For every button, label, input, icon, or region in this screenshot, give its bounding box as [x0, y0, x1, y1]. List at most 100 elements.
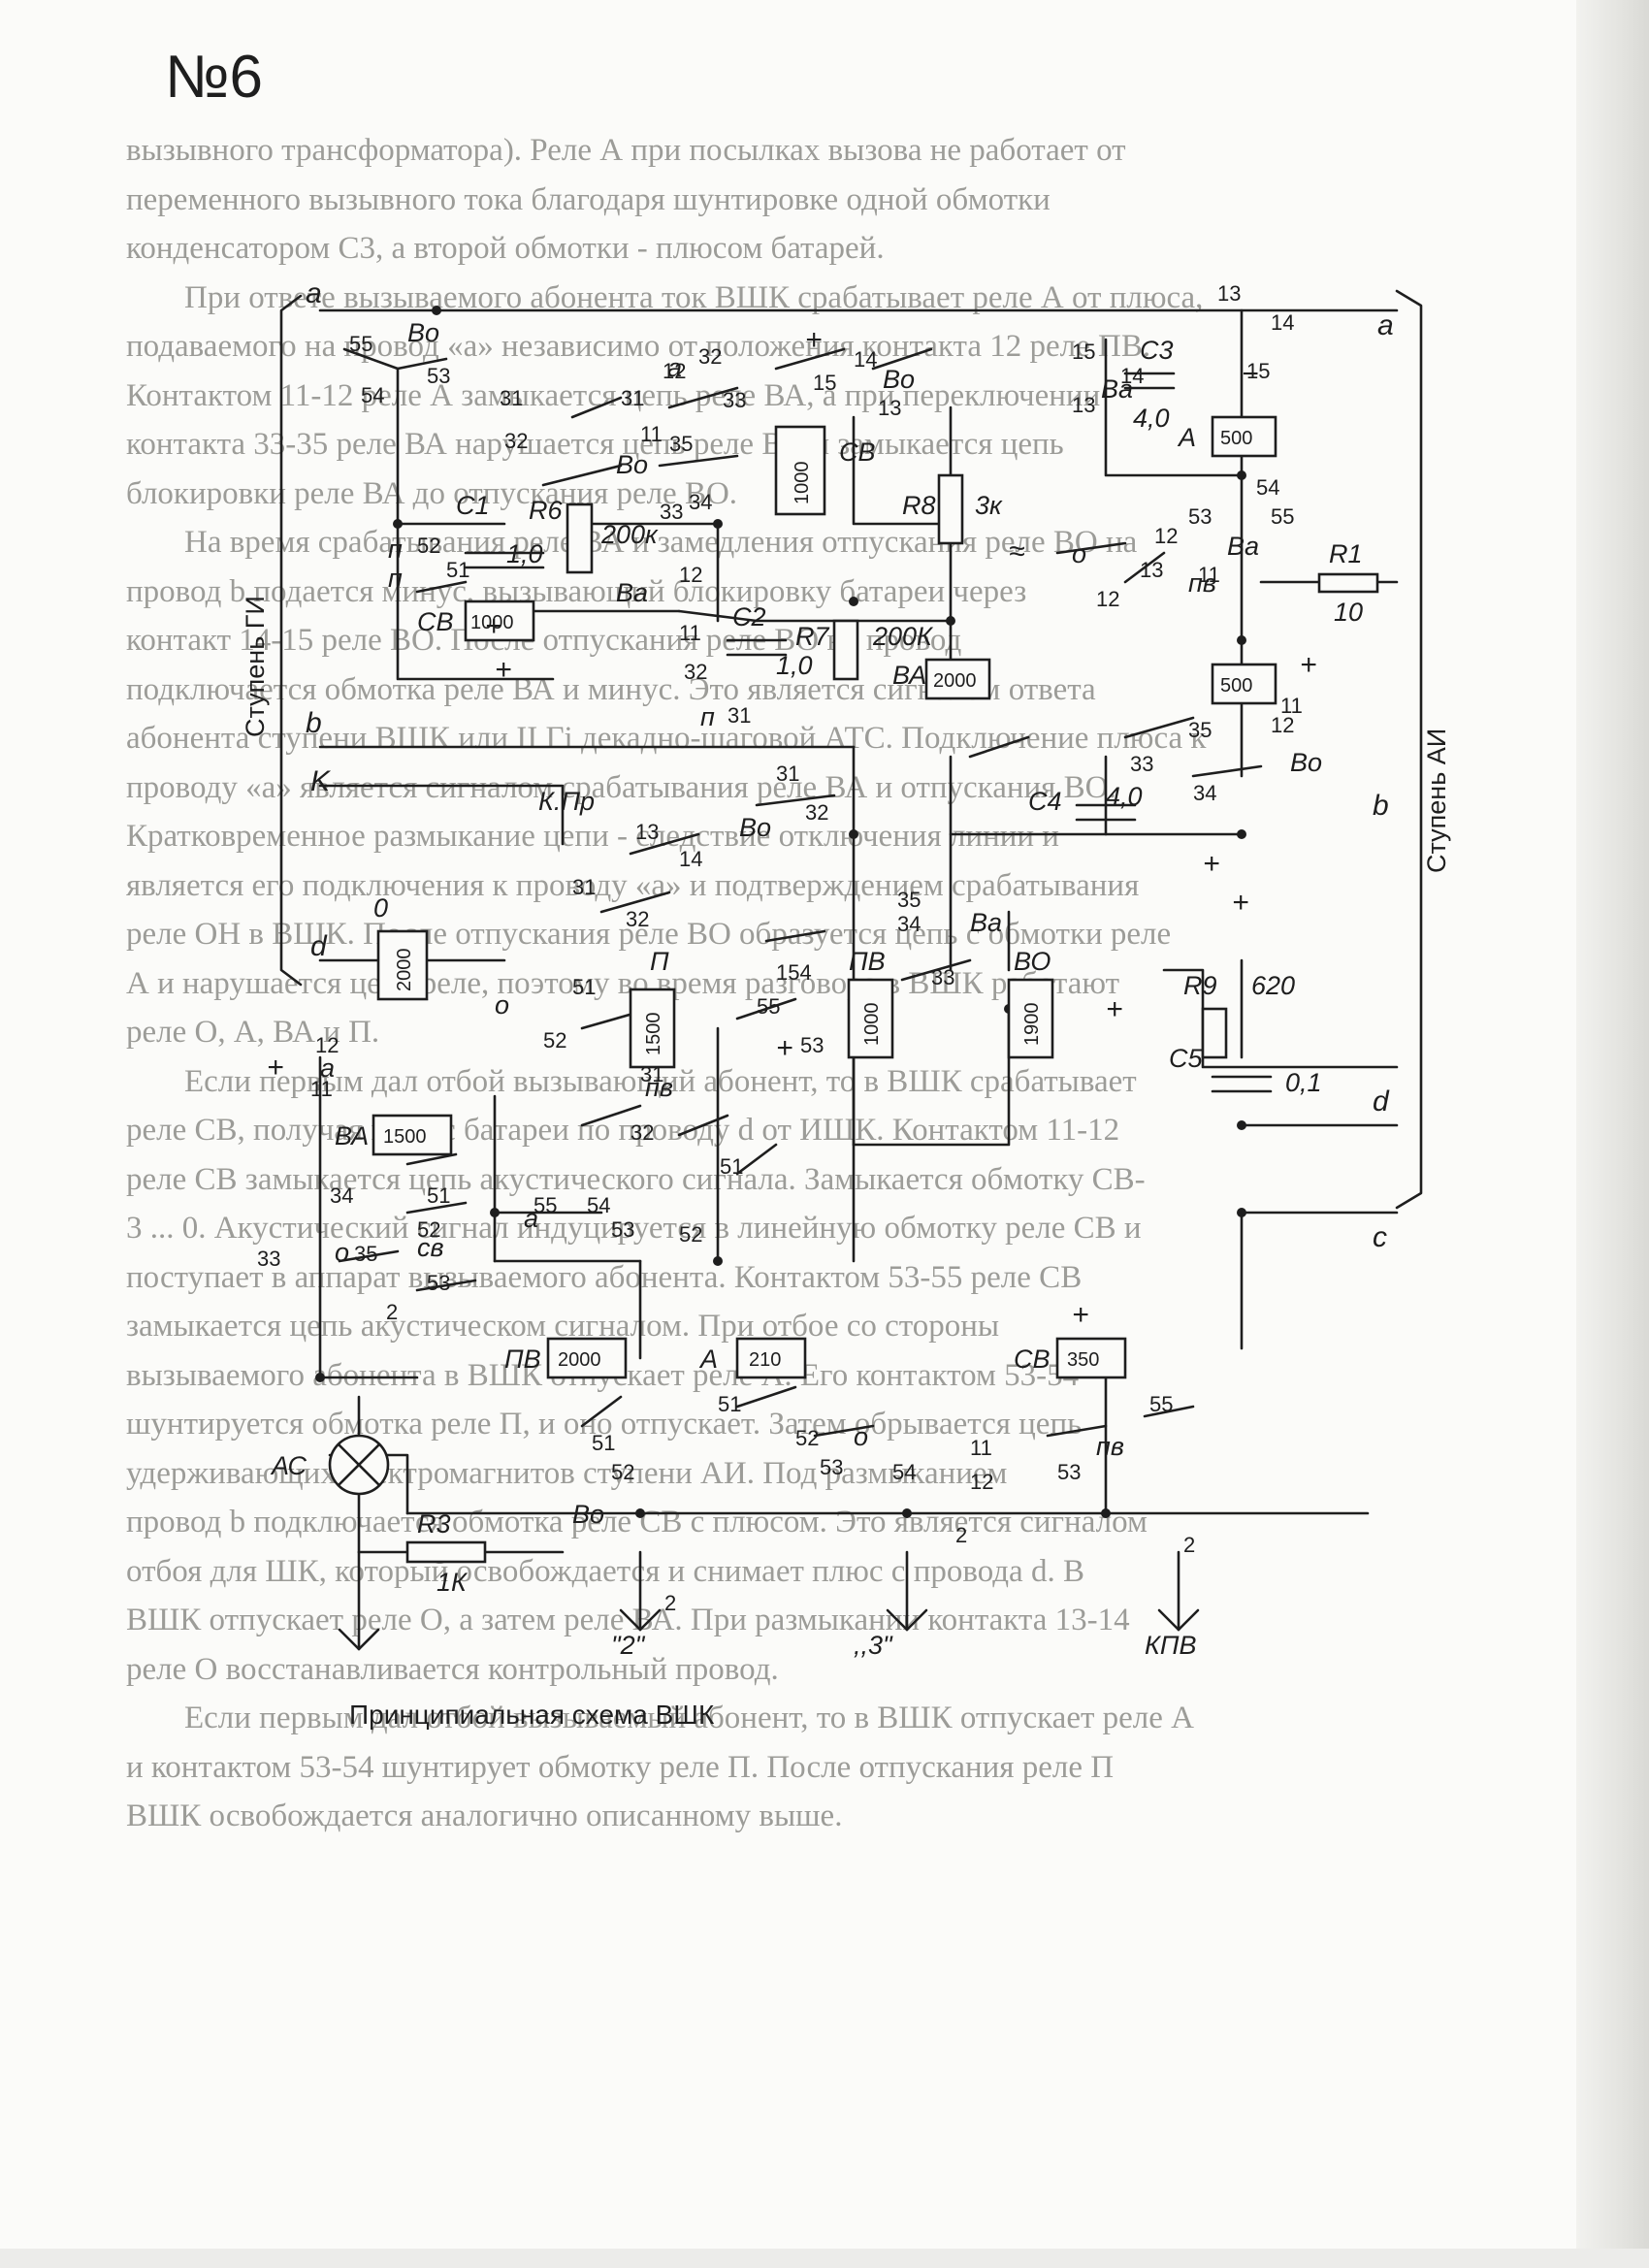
wire-k-label: K: [310, 765, 332, 797]
num: 12: [1154, 524, 1178, 548]
kpr-label: К.Пр: [538, 787, 595, 816]
relay-va: 2000 ВА: [892, 658, 991, 700]
plus-sign: +: [485, 610, 502, 642]
plus-sign: +: [805, 324, 823, 356]
polarity-signs: + + + + + + + + + + − ≈: [267, 324, 1317, 1331]
num: 54: [361, 383, 384, 407]
relay-pv-bottom: 2000 ПВ: [504, 1337, 628, 1379]
c3-value: 4,0: [1133, 404, 1170, 433]
num: 31: [728, 703, 751, 728]
num: 53: [820, 1455, 843, 1479]
num: 32: [504, 429, 528, 453]
relay-pv-label: ПВ: [849, 947, 886, 976]
relay-a-top: 500 А: [1177, 415, 1277, 458]
bleed-line: А и нарушается цепь реле, поэтому во вре…: [126, 965, 1120, 1001]
num: 55: [1149, 1392, 1173, 1416]
contact-a-1: а: [667, 353, 682, 382]
num: 33: [723, 388, 746, 412]
num: 31: [640, 1062, 663, 1086]
r9-value: 620: [1251, 971, 1295, 1000]
num: 35: [354, 1242, 377, 1266]
resistor-r6: R6 200к: [529, 496, 659, 574]
relay-sv-top-label: СВ: [839, 437, 876, 467]
num: 14: [854, 347, 877, 372]
lamp-ac: АС: [270, 1434, 390, 1496]
num: 2: [955, 1523, 967, 1547]
c2-label: С2: [732, 602, 766, 632]
contact-va-2: Ва: [1101, 374, 1133, 404]
contact-va-3: Ва: [1227, 532, 1259, 561]
num: 53: [800, 1033, 824, 1057]
num: 32: [684, 660, 707, 684]
relay-o-label: 0: [373, 893, 388, 923]
relay-vo: 1900 ВО: [1007, 947, 1054, 1059]
capacitor-c5: С5 0,1: [1169, 1044, 1322, 1097]
num: 11: [310, 1077, 333, 1101]
stage-label-right: Ступень АИ: [1422, 729, 1451, 873]
num: 51: [718, 1392, 741, 1416]
relay-sv-left-label: СВ: [417, 607, 454, 636]
relay-va-label: ВА: [892, 661, 926, 690]
relay-sv-left-value: 1000: [470, 612, 514, 633]
contact-o-2: о: [495, 990, 509, 1020]
num: 12: [679, 563, 702, 587]
relay-sv-top: 1000 СВ: [774, 425, 876, 516]
bleed-line: Если первым дал отбой вызываемый абонент…: [184, 1701, 1194, 1735]
bleed-line: реле О восстанавливается контрольный про…: [126, 1651, 779, 1687]
bleed-line: ВШК освобождается аналогично описанному …: [126, 1798, 843, 1833]
bleed-line: удерживающих электромагнитов ступени АИ.…: [126, 1455, 1008, 1491]
bleed-line: конденсатором С3, а второй обмотки - плю…: [126, 231, 885, 266]
num: 12: [970, 1470, 993, 1494]
relay-va-value: 2000: [933, 670, 977, 692]
contact-p-2: п: [388, 564, 403, 593]
plus-sign: +: [495, 654, 512, 686]
num: 32: [698, 344, 722, 369]
num: 52: [611, 1460, 634, 1484]
num: 15: [1246, 359, 1270, 383]
contact-o-4: о: [854, 1422, 868, 1451]
plus-sign: +: [1106, 993, 1123, 1025]
page-number: №6: [165, 44, 263, 111]
r7-label: R7: [795, 622, 829, 651]
c4-value: 4,0: [1106, 782, 1143, 811]
num: 13: [1217, 281, 1241, 306]
c4-label: С4: [1028, 787, 1062, 816]
bleed-line: 3 ... 0. Акустический сигнал индуцируетс…: [126, 1211, 1142, 1246]
num: 34: [689, 490, 712, 514]
r9-label: R9: [1183, 971, 1217, 1000]
wire-a-right-label: a: [1377, 309, 1394, 341]
r8-value: 3к: [975, 491, 1003, 520]
num: 15: [813, 371, 836, 395]
c2-value: 1,0: [776, 651, 813, 680]
contact-vo-3: Во: [616, 450, 648, 479]
relay-sv-bottom-value: 350: [1067, 1349, 1099, 1371]
relay-p-value: 1500: [643, 1013, 664, 1056]
num: 12: [1096, 587, 1119, 611]
contact-a-3: а: [524, 1204, 538, 1233]
resistor-r9: R9 620: [1183, 971, 1295, 1059]
right-stage-bracket: Ступень АИ: [1395, 289, 1451, 1210]
num: 54: [1256, 475, 1279, 500]
wire-d-left-label: d: [310, 930, 328, 962]
num: 52: [679, 1222, 702, 1247]
num: 11: [1198, 563, 1220, 587]
c5-label: С5: [1169, 1044, 1203, 1073]
bleed-line: отбоя для ШК, который освобождается и сн…: [126, 1553, 1084, 1589]
num: 53: [427, 1271, 450, 1295]
relay-pv-value: 1000: [861, 1003, 883, 1047]
num: 55: [1271, 504, 1294, 529]
wire-a-left-label: a: [306, 277, 322, 309]
num: 33: [660, 500, 683, 524]
c1-value: 1,0: [506, 539, 543, 568]
wire-c-label: c: [1373, 1221, 1387, 1253]
relay-a-top-label: А: [1177, 423, 1196, 452]
num: 55: [534, 1193, 557, 1217]
scan-edge-right: [1576, 0, 1649, 2268]
num: 53: [427, 364, 450, 388]
num: 31: [621, 386, 644, 410]
capacitor-c2: С2 1,0: [726, 602, 813, 680]
c1-label: С1: [456, 491, 490, 520]
relay-a-bottom: 210 А: [698, 1337, 807, 1379]
r8-label: R8: [902, 491, 936, 520]
